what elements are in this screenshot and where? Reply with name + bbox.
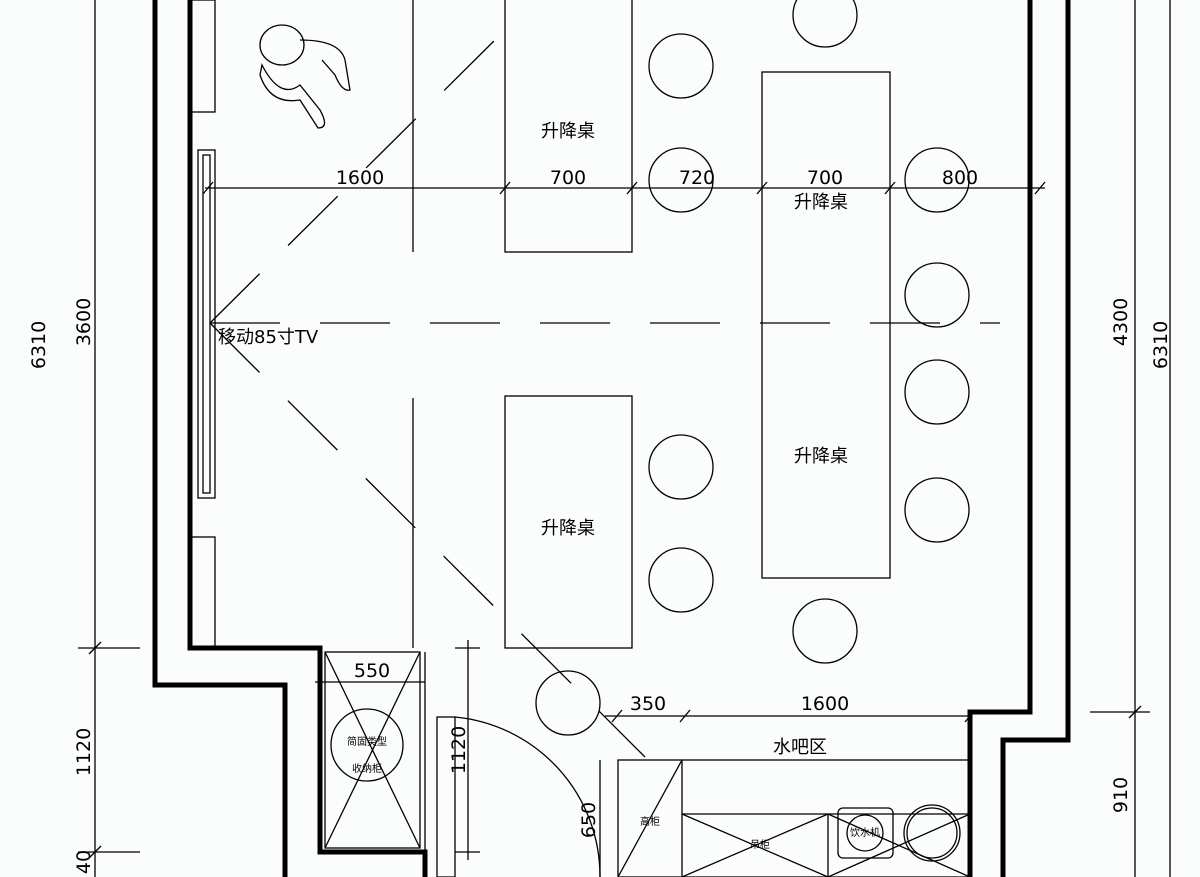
walls xyxy=(152,0,1071,877)
dim-label: 1120 xyxy=(448,726,470,774)
stool xyxy=(904,477,970,543)
tv-panel xyxy=(197,149,216,499)
dim-label: 6310 xyxy=(1150,321,1172,369)
dim-label: 1120 xyxy=(73,728,95,776)
tv-label: 移动85寸TV xyxy=(218,327,319,348)
desk-label: 升降桌 xyxy=(794,446,848,467)
right-dimensions xyxy=(1090,0,1171,877)
storage-label: 收纳柜 xyxy=(352,762,382,775)
stool xyxy=(904,262,970,328)
desks xyxy=(504,0,891,649)
dim-label: 6310 xyxy=(28,321,50,369)
dim-label: 720 xyxy=(679,167,715,189)
dim-label: 550 xyxy=(354,660,390,682)
dim-label: 1600 xyxy=(336,167,384,189)
dim-label: 4300 xyxy=(1110,298,1132,346)
stool xyxy=(792,0,858,48)
stool xyxy=(648,33,714,99)
storage-cabinet xyxy=(315,651,426,852)
dimension-row xyxy=(202,181,1046,195)
desk-label: 升降桌 xyxy=(794,192,848,213)
dim-label: 800 xyxy=(942,167,978,189)
cabinet-label: 吊柜 xyxy=(750,838,770,851)
stool xyxy=(648,434,714,500)
desk-label: 升降桌 xyxy=(541,121,595,142)
dim-label: 350 xyxy=(630,693,666,715)
dim-label: 700 xyxy=(807,167,843,189)
stool xyxy=(904,359,970,425)
stools xyxy=(535,0,970,736)
guide-lines xyxy=(209,0,1000,758)
storage-label: 简固类型 xyxy=(347,735,387,748)
dim-label: 1600 xyxy=(801,693,849,715)
bar-area-label: 水吧区 xyxy=(773,737,827,758)
dim-label: 700 xyxy=(550,167,586,189)
dispenser-label: 饮水机 xyxy=(850,826,880,839)
left-dimensions xyxy=(78,0,140,877)
dim-label: 3600 xyxy=(73,298,95,346)
stool xyxy=(904,147,970,213)
dim-label: 650 xyxy=(578,802,600,838)
person-icon xyxy=(259,24,351,129)
stool xyxy=(648,547,714,613)
bar-area xyxy=(605,709,976,877)
door xyxy=(436,640,601,877)
dim-label: 910 xyxy=(1110,777,1132,813)
desk-label: 升降桌 xyxy=(541,518,595,539)
stool xyxy=(648,147,714,213)
stool xyxy=(792,598,858,664)
dim-label: 40 xyxy=(73,850,95,874)
stool xyxy=(535,670,601,736)
cabinet-label: 高柜 xyxy=(640,815,660,828)
